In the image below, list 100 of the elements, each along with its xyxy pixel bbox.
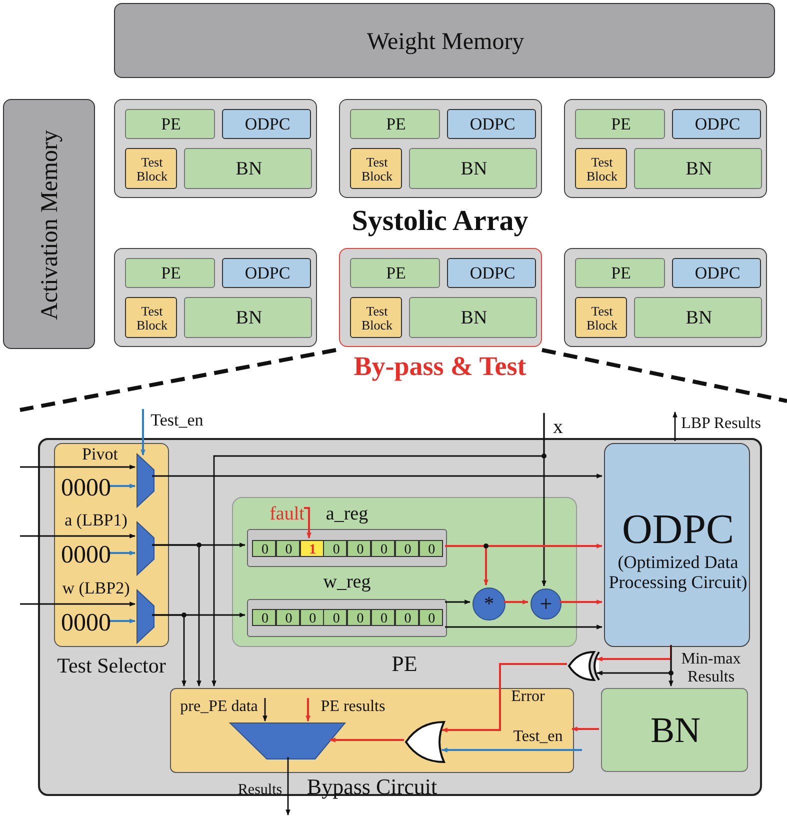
array-cell	[114, 248, 317, 347]
block-label: 0	[309, 610, 316, 626]
bn-block	[409, 148, 537, 189]
odpc-block	[672, 258, 761, 288]
edge-label: Error	[511, 688, 545, 706]
arrow	[560, 600, 603, 604]
arrow	[20, 602, 136, 606]
edge-label: Min-max Results	[680, 650, 742, 686]
test-block	[125, 297, 177, 338]
memory-bar	[3, 99, 95, 349]
arrow	[262, 698, 268, 722]
bit-cell	[418, 609, 443, 626]
block-label: *	[484, 593, 494, 615]
block-label: PE	[386, 116, 406, 134]
pe-block	[125, 258, 215, 288]
arrow	[286, 757, 290, 816]
block-label: BN	[686, 308, 712, 329]
block-label: Test Block	[360, 155, 394, 184]
block-label: 1	[309, 542, 316, 558]
arrow	[108, 618, 136, 624]
arrow	[596, 645, 672, 662]
bit-cell	[394, 609, 419, 626]
block-title: a_reg	[326, 504, 368, 526]
edge-label: x	[553, 416, 563, 438]
block-label: BN	[460, 159, 488, 180]
arrow	[20, 534, 136, 538]
block-label: BN	[236, 308, 262, 329]
bn-block	[601, 688, 748, 772]
edge-label: PE results	[320, 698, 386, 716]
bit-cell	[300, 609, 324, 626]
block-label: 0	[285, 610, 292, 626]
arrow	[152, 474, 603, 478]
block-label: 0	[332, 542, 340, 558]
block-label: 0	[428, 542, 436, 558]
block-label: PE	[611, 264, 631, 284]
edge-label: Pivot	[82, 446, 118, 464]
test-block	[575, 148, 627, 189]
arrow	[304, 507, 312, 539]
block-label: Test Block	[360, 304, 394, 333]
block-label: 0	[356, 542, 364, 558]
arrow	[571, 726, 599, 732]
edge-label: Results	[238, 782, 282, 798]
odpc-block	[447, 109, 536, 139]
pe-block	[350, 109, 440, 139]
block-label: BN	[686, 159, 712, 180]
bit-cell	[347, 609, 372, 626]
arrow	[441, 663, 567, 732]
block-label: Test Block	[135, 155, 169, 184]
block-label: BN	[236, 159, 262, 180]
input-value: 0000	[61, 474, 111, 502]
pe-block	[575, 258, 665, 288]
arrow	[152, 544, 202, 687]
odpc-block	[447, 258, 536, 288]
arrow	[108, 484, 136, 488]
block-title: PE	[392, 652, 418, 676]
block-label: BN	[650, 711, 700, 751]
block-label: 0	[262, 542, 268, 558]
block-label: ODPC	[244, 264, 290, 284]
edge-label: Test_en	[150, 412, 204, 430]
block-label: +	[540, 592, 552, 616]
test-block	[125, 148, 177, 189]
arrow	[504, 600, 529, 604]
arrow	[152, 614, 186, 687]
arrow	[306, 698, 310, 722]
input-value: 0000	[61, 541, 111, 569]
bit-cell	[300, 540, 324, 557]
block-title: w_reg	[323, 572, 371, 594]
arrow	[441, 748, 582, 752]
bn-block	[634, 297, 762, 338]
block-label: 0	[262, 610, 268, 626]
block-subtitle: (Optimized Data Processing Circuit)	[608, 553, 748, 593]
test-block	[350, 148, 402, 189]
bit-cell	[252, 540, 276, 557]
block-label: 0	[380, 610, 388, 626]
heading-text: By-pass & Test	[354, 352, 526, 382]
block-label: 0	[404, 542, 412, 558]
edge-label: pre_PE data	[180, 698, 258, 716]
block-title: Test Selector	[57, 654, 166, 678]
block-label: ODPC	[694, 116, 740, 134]
bit-cell	[371, 540, 395, 557]
block-label: 0	[356, 610, 364, 626]
bit-cell	[323, 609, 348, 626]
arrow	[445, 600, 471, 604]
block-label: 0	[380, 542, 388, 558]
arrow	[445, 624, 603, 630]
block-label: ODPC	[694, 264, 740, 284]
bn-block	[184, 297, 312, 338]
heading-text: Systolic Array	[352, 206, 528, 238]
array-cell	[114, 99, 317, 198]
pe-block	[125, 109, 215, 139]
block-title: Bypass Circuit	[306, 774, 438, 800]
block-label: PE	[161, 264, 181, 284]
array-cell	[339, 99, 542, 198]
block-label: Test Block	[585, 304, 619, 333]
pe-block	[575, 109, 665, 139]
pe-block	[350, 258, 440, 288]
block-label: PE	[161, 116, 181, 134]
bit-cell	[371, 609, 395, 626]
arrow	[140, 409, 146, 456]
arrow	[20, 464, 136, 470]
